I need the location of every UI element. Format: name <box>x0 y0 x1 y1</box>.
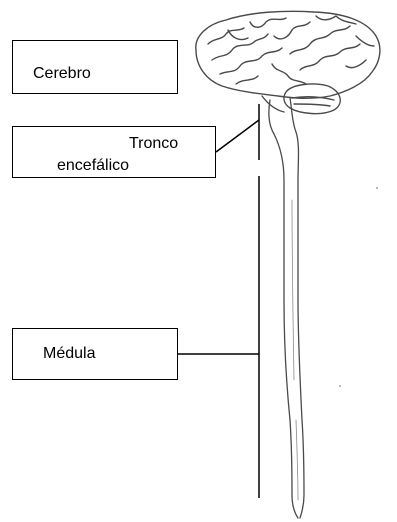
tronco-label-line1: Tronco <box>129 135 178 153</box>
cerebro-label: Cerebro <box>33 65 91 83</box>
cerebro-label-box: Cerebro <box>12 40 178 94</box>
tronco-pointer-line <box>216 120 259 152</box>
tronco-encefalico-label-box: Tronco encefálico <box>12 126 216 178</box>
scan-specks <box>339 187 378 387</box>
medula-label-box: Médula <box>12 328 178 380</box>
medula-label: Médula <box>43 345 95 363</box>
brain-illustration <box>196 11 380 113</box>
spinal-cord-illustration <box>269 98 304 518</box>
tronco-label-line2: encefálico <box>57 157 129 175</box>
